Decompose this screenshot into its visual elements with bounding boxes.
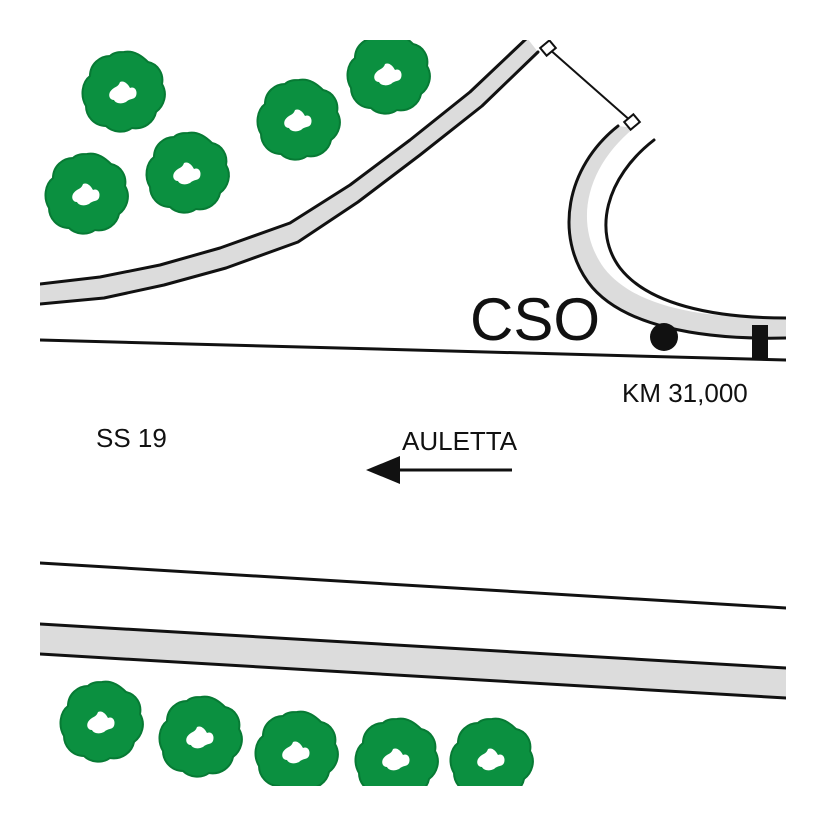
lower-sidewalk (40, 622, 786, 700)
road-edge-north (40, 338, 786, 362)
road-label: SS 19 (96, 423, 167, 453)
gate-post-icon (622, 112, 642, 132)
road-edge-south (40, 561, 786, 610)
tree-icon (59, 680, 144, 763)
tree-icon (145, 131, 230, 214)
km-marker-post-icon (752, 325, 768, 359)
kilometer-label: KM 31,000 (622, 378, 748, 408)
manhole-circle-icon (650, 323, 678, 351)
gate (538, 40, 642, 132)
facility-label: CSO (470, 286, 600, 353)
upper-sidewalk (40, 40, 540, 306)
tree-icon (256, 78, 341, 161)
tree-icon (81, 50, 166, 133)
tree-icon (346, 40, 431, 115)
cso-access-sidewalk (567, 124, 786, 340)
gate-post-icon (538, 40, 558, 58)
direction-label: AULETTA (402, 426, 518, 456)
tree-icon (44, 152, 129, 235)
tree-icon (254, 710, 339, 786)
tree-icon (158, 695, 243, 778)
direction-arrow-icon (366, 456, 512, 484)
